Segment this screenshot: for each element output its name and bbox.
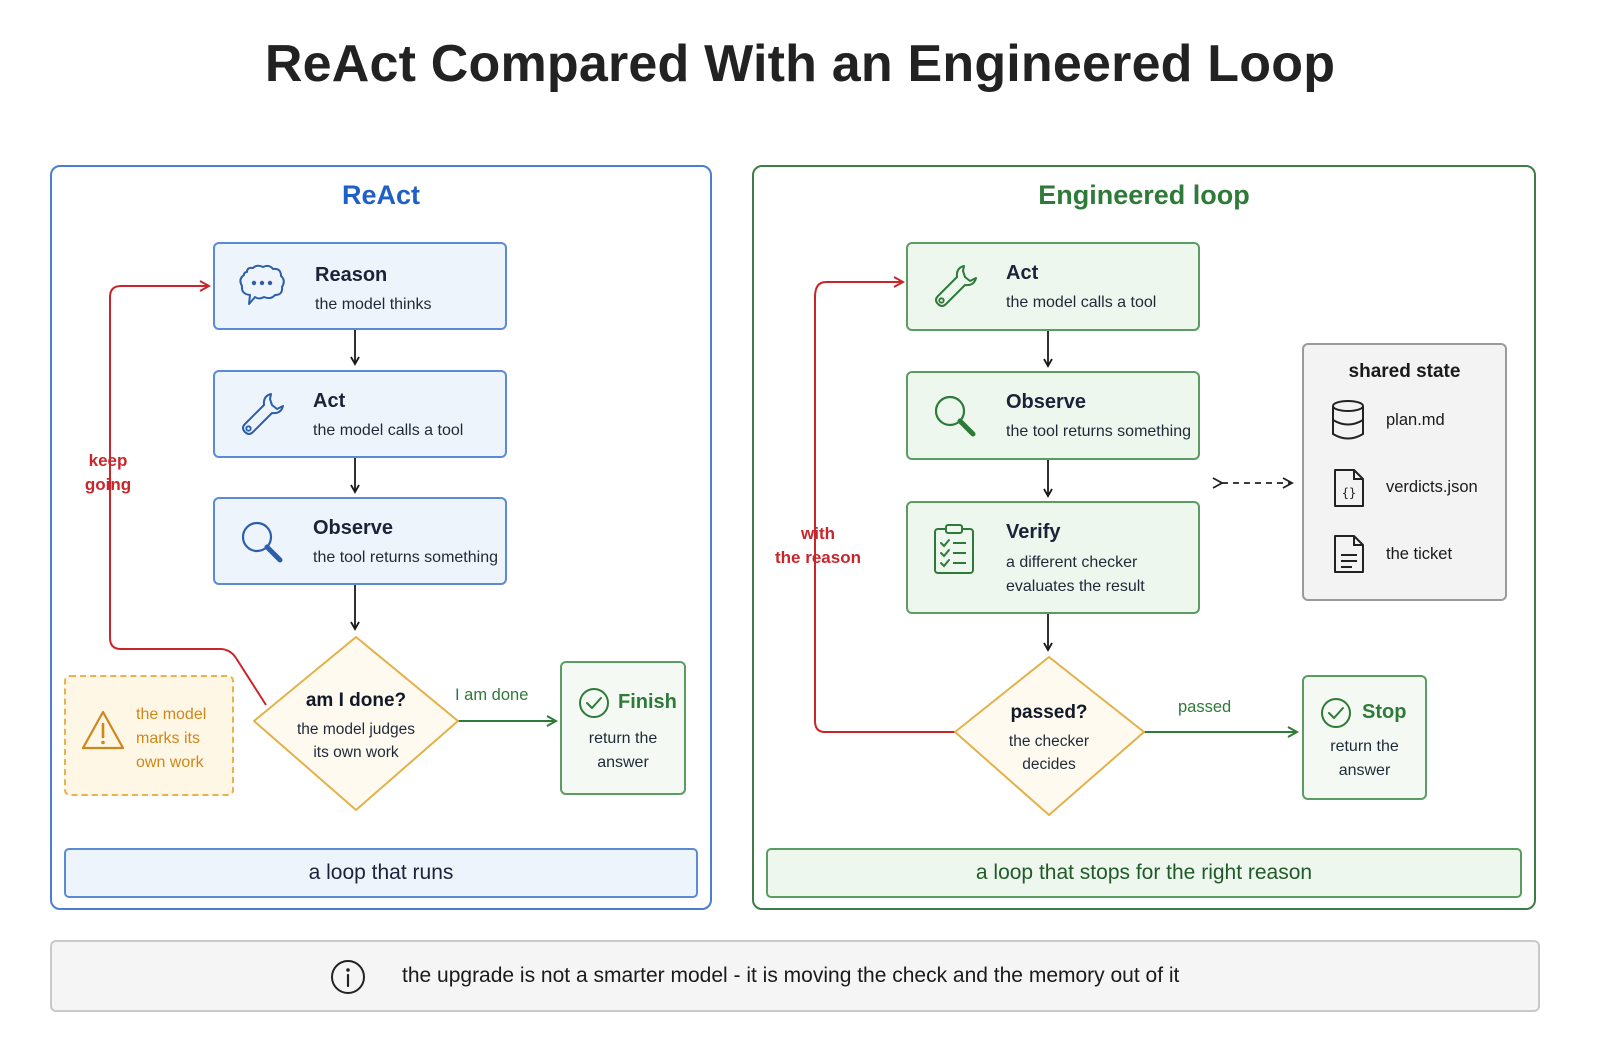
- wrench-icon: [935, 265, 977, 307]
- with-the-reason-label: with the reason: [768, 522, 868, 570]
- am-i-done-diamond: [253, 636, 459, 811]
- finish-description: return the answer: [562, 727, 684, 775]
- verify-heading: Verify: [1006, 521, 1061, 543]
- stop-heading: Stop: [1362, 701, 1407, 723]
- keep-going-loop-arrow: [109, 286, 267, 706]
- engineered-loop-panel-title: Engineered loop: [1038, 180, 1250, 210]
- warning-text: the model marks its own work: [136, 703, 206, 775]
- reason-description: the model thinks: [315, 296, 432, 313]
- magnifier-icon: [241, 521, 283, 563]
- warning-line2: marks its: [136, 730, 200, 747]
- self-judging-warning: the model marks its own work: [64, 675, 234, 796]
- stop-node: Stop return the answer: [1302, 675, 1427, 800]
- shared-state-item: verdicts.json: [1386, 478, 1478, 496]
- keep-going-line2: going: [84, 475, 132, 494]
- verify-line2: evaluates the result: [1006, 578, 1145, 595]
- stop-description: return the answer: [1304, 735, 1425, 783]
- passed-line2: decides: [1022, 756, 1076, 773]
- warning-icon: [81, 710, 125, 750]
- reason-node: Reason the model thinks: [213, 242, 507, 330]
- engineered-loop-summary-bar: a loop that stops for the right reason: [766, 848, 1522, 898]
- observe-node-left: Observe the tool returns something: [213, 497, 507, 585]
- observe-heading-right: Observe: [1006, 391, 1087, 413]
- engineered-loop-panel: [752, 165, 1536, 910]
- am-i-done-heading: am I done?: [305, 690, 407, 711]
- keep-going-line1: keep: [88, 451, 128, 470]
- footer-text: the upgrade is not a smarter model - it …: [402, 964, 1180, 987]
- react-summary-bar: a loop that runs: [64, 848, 698, 898]
- document-icon: [1334, 535, 1364, 573]
- am-i-done-decision: am I done? the model judges its own work: [276, 690, 436, 764]
- act-heading-right: Act: [1006, 262, 1039, 284]
- shared-state-item: plan.md: [1386, 411, 1445, 429]
- act-node-right: Act the model calls a tool: [906, 242, 1200, 331]
- with-the-reason-loop-arrow: [814, 282, 955, 733]
- finish-node: Finish return the answer: [560, 661, 686, 795]
- react-panel-title: ReAct: [341, 180, 421, 210]
- am-i-done-line1: the model judges: [296, 721, 416, 738]
- act-description-right: the model calls a tool: [1006, 294, 1157, 311]
- wrench-icon: [242, 393, 284, 435]
- act-node-left: Act the model calls a tool: [213, 370, 507, 458]
- chat-bubble-icon: [239, 264, 285, 305]
- database-icon: [1332, 400, 1364, 440]
- check-circle-icon: [579, 688, 609, 718]
- am-i-done-line2: its own work: [313, 744, 399, 761]
- react-panel: [50, 165, 712, 910]
- shared-state-item: the ticket: [1386, 545, 1453, 563]
- stop-line2: answer: [1338, 762, 1391, 779]
- with-the-reason-line1: with: [801, 524, 835, 543]
- warning-line3: own work: [136, 754, 204, 771]
- act-heading-left: Act: [313, 390, 346, 412]
- reason-heading: Reason: [315, 264, 388, 286]
- verify-description: a different checker evaluates the result: [1006, 551, 1145, 599]
- finish-line2: answer: [597, 754, 649, 771]
- with-the-reason-line2: the reason: [775, 548, 861, 567]
- svg-text:{}: {}: [1342, 486, 1356, 500]
- passed-label: passed: [1178, 698, 1232, 716]
- finish-heading: Finish: [618, 691, 677, 713]
- observe-description-right: the tool returns something: [1006, 423, 1191, 440]
- observe-heading-left: Observe: [313, 517, 394, 539]
- warning-line1: the model: [136, 706, 207, 723]
- shared-state-panel: shared state plan.md {} verdicts.json th…: [1302, 343, 1507, 601]
- passed-diamond: [954, 656, 1145, 816]
- finish-line1: return the: [588, 730, 658, 747]
- i-am-done-label: I am done: [455, 686, 529, 704]
- json-file-icon: {}: [1334, 469, 1364, 507]
- stop-line1: return the: [1330, 738, 1399, 755]
- verify-line1: a different checker: [1006, 554, 1138, 571]
- checklist-clipboard-icon: [934, 524, 974, 574]
- passed-decision: passed? the checker decides: [974, 702, 1124, 776]
- observe-node-right: Observe the tool returns something: [906, 371, 1200, 460]
- footer-note: the upgrade is not a smarter model - it …: [50, 940, 1540, 1012]
- verify-node: Verify a different checker evaluates the…: [906, 501, 1200, 614]
- check-circle-icon: [1321, 698, 1351, 728]
- shared-state-title: shared state: [1348, 361, 1461, 382]
- passed-line1: the checker: [1008, 733, 1090, 750]
- diagram-title: ReAct Compared With an Engineered Loop: [264, 35, 1336, 93]
- passed-heading: passed?: [1010, 702, 1088, 723]
- act-description-left: the model calls a tool: [313, 422, 464, 439]
- magnifier-icon: [934, 395, 976, 437]
- observe-description-left: the tool returns something: [313, 549, 498, 566]
- info-icon: [331, 960, 365, 994]
- keep-going-label: keep going: [78, 449, 138, 497]
